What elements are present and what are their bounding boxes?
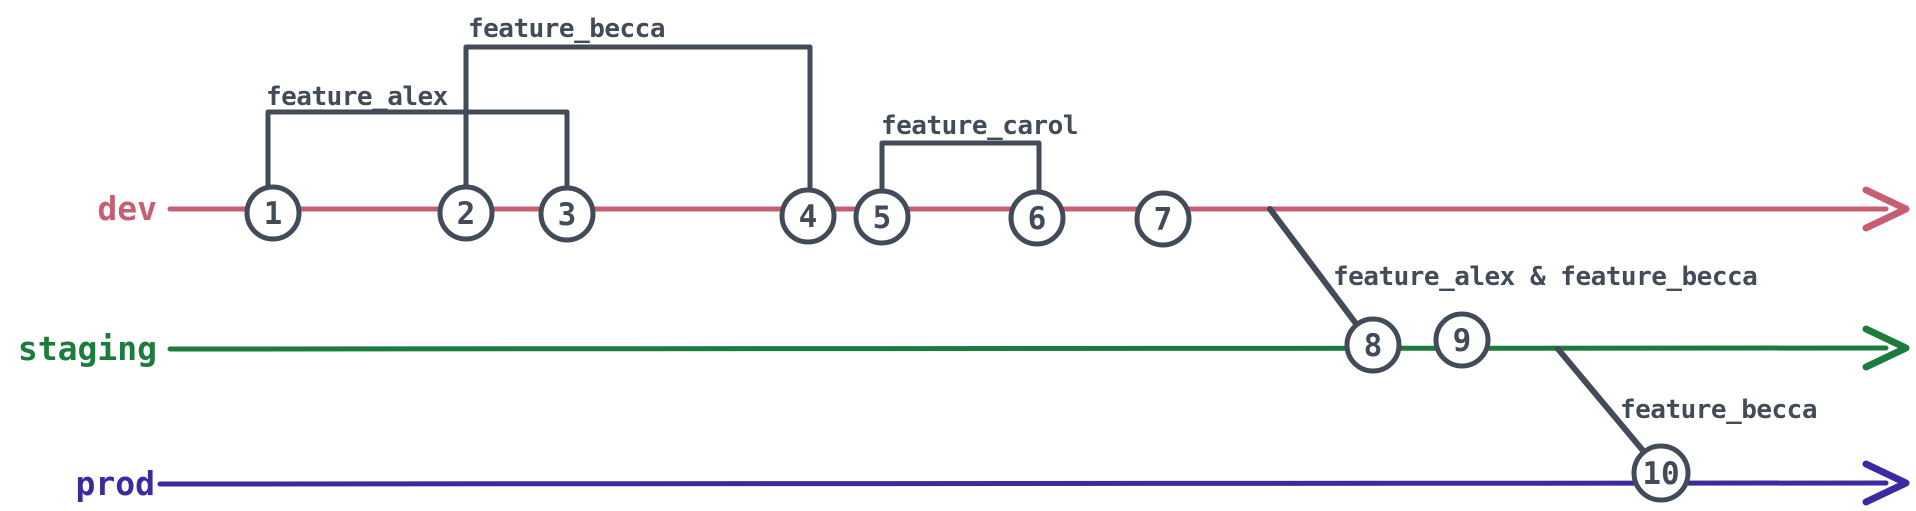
commit-label-9: 9 bbox=[1453, 323, 1472, 359]
commit-node-4 bbox=[779, 187, 837, 245]
feature-alex-label: feature_alex bbox=[266, 82, 448, 112]
commit-label-5: 5 bbox=[873, 200, 892, 236]
commit-node-10 bbox=[1631, 443, 1691, 503]
commit-node-5 bbox=[853, 188, 911, 246]
merge-edge-staging-to-prod bbox=[1555, 346, 1648, 456]
branch-prod: prod bbox=[76, 460, 1910, 506]
prod-branch-label: prod bbox=[76, 464, 155, 503]
staging-branch-line bbox=[167, 345, 1889, 352]
commit-label-7: 7 bbox=[1154, 202, 1173, 238]
branch-staging: staging bbox=[18, 325, 1910, 371]
merge-label-dev-to-staging: feature_alex & feature_becca bbox=[1333, 262, 1757, 292]
commit-node-8 bbox=[1344, 316, 1402, 374]
staging-branch-label: staging bbox=[18, 329, 157, 368]
feature-carol-label: feature_carol bbox=[881, 111, 1078, 141]
commit-node-3 bbox=[538, 185, 596, 243]
prod-line-group bbox=[157, 460, 1910, 506]
commit-label-10: 10 bbox=[1642, 456, 1679, 492]
commit-node-9 bbox=[1433, 311, 1491, 369]
commit-nodes bbox=[244, 184, 1691, 503]
commit-label-2: 2 bbox=[457, 196, 476, 232]
commit-node-1 bbox=[244, 184, 302, 242]
feature-carol-bracket bbox=[879, 140, 1042, 197]
commit-label-6: 6 bbox=[1028, 201, 1047, 237]
feature-becca-bracket bbox=[463, 44, 813, 194]
prod-arrowhead-icon bbox=[1862, 460, 1910, 506]
commit-node-7 bbox=[1134, 190, 1192, 248]
feature-alex-bracket bbox=[265, 109, 570, 192]
merge-edge-dev-to-staging bbox=[1267, 206, 1360, 328]
feature-brackets bbox=[265, 44, 1042, 197]
commit-node-6 bbox=[1008, 189, 1066, 247]
commit-label-8: 8 bbox=[1364, 328, 1383, 364]
commit-label-3: 3 bbox=[558, 197, 577, 233]
commit-numbers: 1 2 3 4 5 6 7 8 9 10 bbox=[264, 196, 1680, 492]
feature-becca-label: feature_becca bbox=[468, 14, 665, 44]
commit-node-2 bbox=[437, 184, 495, 242]
feature-labels: feature_alex feature_becca feature_carol… bbox=[266, 14, 1818, 425]
merge-edges bbox=[1267, 206, 1648, 456]
commit-label-1: 1 bbox=[264, 196, 283, 232]
dev-arrowhead-icon bbox=[1862, 186, 1910, 232]
dev-branch-label: dev bbox=[97, 189, 157, 228]
branch-dev: dev bbox=[97, 186, 1910, 232]
commit-label-4: 4 bbox=[799, 199, 818, 235]
staging-arrowhead-icon bbox=[1862, 325, 1910, 371]
staging-line-group bbox=[167, 325, 1910, 371]
prod-branch-line bbox=[157, 480, 1889, 487]
merge-label-staging-to-prod: feature_becca bbox=[1620, 395, 1817, 425]
